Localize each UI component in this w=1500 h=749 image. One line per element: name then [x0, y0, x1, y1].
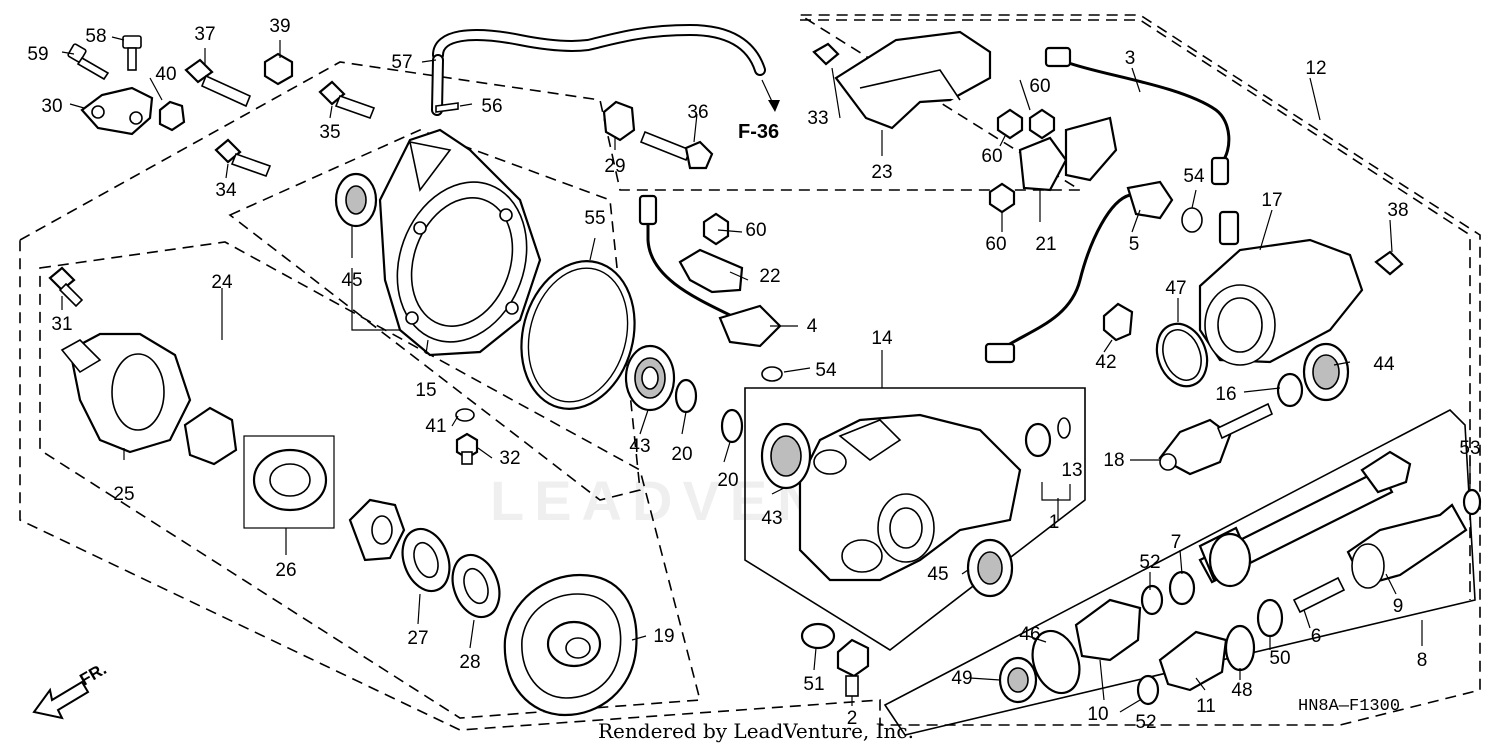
callout-41: 41: [425, 416, 446, 437]
leader-lines: [61, 36, 1471, 713]
callout-45-upper: 45: [341, 270, 362, 291]
callout-15: 15: [415, 380, 436, 401]
callout-26: 26: [275, 560, 296, 581]
callout-11: 11: [1196, 696, 1216, 717]
callout-39: 39: [269, 16, 290, 37]
callout-22: 22: [759, 266, 780, 287]
breather-hose: [431, 23, 780, 116]
callout-12: 12: [1305, 58, 1326, 79]
callout-25: 25: [113, 484, 134, 505]
callout-43-lower: 43: [761, 508, 782, 529]
callout-13: 13: [1061, 460, 1082, 481]
callout-31: 31: [51, 314, 72, 335]
callout-9: 9: [1393, 596, 1404, 617]
callout-54-right: 54: [1183, 166, 1205, 187]
callout-27: 27: [407, 628, 428, 649]
final-gear-case-14: [720, 408, 1071, 598]
sensor-4-bracket-22: [638, 194, 783, 382]
callout-34: 34: [215, 180, 237, 201]
callout-33: 33: [807, 108, 828, 129]
callout-51: 51: [803, 674, 824, 695]
callout-17: 17: [1261, 190, 1282, 211]
switch-assembly-21: [984, 46, 1231, 364]
callout-10: 10: [1087, 704, 1108, 725]
front-direction-indicator: FR.: [32, 659, 110, 720]
callout-37: 37: [194, 24, 215, 45]
o-ring-55: [520, 260, 636, 410]
motor-17: [1155, 210, 1404, 408]
callout-8: 8: [1417, 650, 1428, 671]
callout-32: 32: [499, 448, 520, 469]
callout-20-upper: 20: [671, 444, 692, 465]
gear-shims-27-28: [348, 498, 501, 619]
callout-4: 4: [807, 316, 818, 337]
callout-60-low: 60: [985, 234, 1006, 255]
callout-43-upper: 43: [629, 436, 650, 457]
reference-F-36: F-36: [738, 121, 779, 143]
cam-follower-26: [243, 435, 335, 529]
front-arrow-icon: [32, 680, 90, 720]
callout-14: 14: [871, 328, 893, 349]
callout-49: 49: [951, 668, 972, 689]
callout-2: 2: [847, 708, 858, 729]
boot-9-spring-6: [1256, 488, 1482, 638]
callout-47: 47: [1165, 278, 1186, 299]
callout-59: 59: [27, 44, 48, 65]
callout-labels: 59 58 30 40 37 39 35 34 57 56 36 29 F-36…: [27, 16, 1480, 733]
joint-boot-10-11: [998, 570, 1256, 706]
ring-gear-19: [503, 573, 638, 717]
bearing-43-upper: [624, 344, 698, 414]
callout-1: 1: [1049, 512, 1060, 533]
pinion-gear-18: [1158, 402, 1274, 476]
differential-case-25: [60, 332, 238, 466]
diagram-code: HN8A—F1300: [1298, 697, 1400, 716]
callout-52-upper: 52: [1139, 552, 1160, 573]
callout-60-top: 60: [1029, 76, 1050, 97]
parts-29-36-56: [435, 100, 714, 170]
callout-18: 18: [1103, 450, 1124, 471]
callout-35: 35: [319, 122, 340, 143]
callout-48: 48: [1231, 680, 1252, 701]
callout-44: 44: [1373, 354, 1395, 375]
callout-54-center: 54: [815, 360, 837, 381]
seal-45-upper: [334, 172, 378, 228]
washer-41-bolt-32: [455, 408, 479, 465]
callout-5: 5: [1129, 234, 1140, 255]
cover-23: [812, 30, 992, 130]
callout-20-lower: 20: [717, 470, 738, 491]
render-credit: Rendered by LeadVenture, Inc.: [598, 719, 914, 743]
callout-24: 24: [211, 272, 233, 293]
callout-53: 53: [1459, 438, 1480, 459]
callout-19: 19: [653, 626, 674, 647]
housing-15: [378, 128, 542, 357]
callout-55: 55: [584, 208, 605, 229]
callout-38: 38: [1387, 200, 1408, 221]
callout-21: 21: [1035, 234, 1056, 255]
callout-3: 3: [1125, 48, 1136, 69]
callout-36: 36: [687, 102, 708, 123]
callout-60-mid: 60: [981, 146, 1002, 167]
callout-58: 58: [85, 26, 106, 47]
callout-46: 46: [1019, 624, 1040, 645]
callout-40: 40: [155, 64, 176, 85]
callout-7: 7: [1171, 532, 1182, 553]
callout-29: 29: [604, 156, 625, 177]
callout-50: 50: [1269, 648, 1290, 669]
callout-16: 16: [1215, 384, 1236, 405]
callout-45-lower: 45: [927, 564, 948, 585]
callout-60-center: 60: [745, 220, 766, 241]
callout-30: 30: [41, 96, 62, 117]
callout-6: 6: [1311, 626, 1322, 647]
callout-56: 56: [481, 96, 502, 117]
callout-42: 42: [1095, 352, 1116, 373]
callout-28: 28: [459, 652, 480, 673]
fasteners-upper-left: [48, 35, 376, 308]
axle-shaft-7: [1198, 450, 1412, 588]
callout-52-lower: 52: [1135, 712, 1156, 733]
callout-57: 57: [391, 52, 412, 73]
callout-23: 23: [871, 162, 892, 183]
